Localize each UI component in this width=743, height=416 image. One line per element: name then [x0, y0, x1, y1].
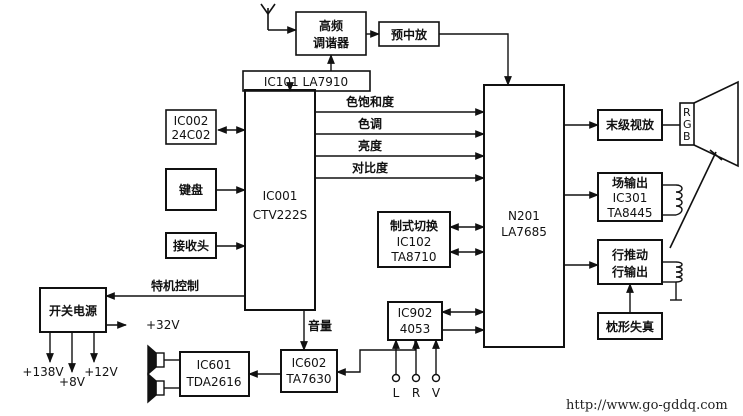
crt-label-r: R [683, 106, 691, 119]
signal-saturation: 色饱和度 [346, 94, 395, 109]
connection-lines [46, 26, 680, 389]
n201-box [483, 84, 565, 348]
signal-brightness: 亮度 [358, 138, 383, 153]
line-drive-label-1: 行推动 [611, 247, 648, 262]
crt-label-g: G [683, 118, 692, 131]
av-input-r: R [412, 386, 420, 400]
rail-138v: +138V [22, 365, 64, 379]
field-out-label-1: 场输出 [612, 175, 648, 190]
ic002-box [165, 109, 217, 145]
final-video-label: 末级视放 [606, 117, 655, 132]
rail-32v: +32V [146, 318, 180, 332]
keyboard-label: 键盘 [178, 182, 203, 197]
ic102-label-2: IC102 [397, 235, 432, 249]
ic902-label-1: IC902 [398, 306, 433, 320]
ic102-box [377, 211, 451, 268]
ic001-label-1: IC001 [263, 189, 298, 203]
pincushion-label: 枕形失真 [606, 319, 654, 334]
input-jack-v-icon [431, 373, 441, 383]
speaker-icon-bottom [147, 372, 165, 404]
field-yoke-coil-icon [675, 184, 683, 216]
line-drive-label-2: 行输出 [611, 264, 648, 279]
input-jack-l-icon [391, 373, 401, 383]
signal-hue: 色调 [358, 116, 382, 131]
crt-label-b: B [683, 130, 691, 143]
field-out-label-3: TA8445 [606, 206, 652, 220]
speaker-icon-top [147, 344, 165, 376]
rail-8v: +8V [59, 375, 86, 389]
n201-label-2: LA7685 [501, 225, 547, 239]
power-box [39, 287, 107, 333]
ic601-label-2: TDA2616 [185, 375, 241, 389]
ic102-label-1: 制式切换 [390, 218, 439, 233]
crt-icon [669, 80, 739, 249]
line-yoke-coil-icon [675, 261, 683, 283]
tuner-label-1: 高频 [319, 18, 343, 33]
av-input-v: V [432, 386, 441, 400]
ic001-label-2: CTV222S [253, 208, 307, 222]
ic001-box [244, 89, 316, 311]
ic101-label: IC101 LA7910 [264, 75, 348, 89]
tuner-label-2: 调谐器 [313, 35, 350, 50]
ic601-label-1: IC601 [197, 358, 232, 372]
rail-12v: +12V [84, 365, 118, 379]
pre-if-label: 预中放 [391, 27, 428, 42]
receiver-label: 接收头 [173, 238, 209, 253]
watermark-url: http://www.go-gddq.com [566, 398, 728, 413]
ic002-label-1: IC002 [174, 114, 209, 128]
ic002-label-2: 24C02 [172, 128, 211, 142]
av-input-l: L [393, 386, 400, 400]
ic902-label-2: 4053 [400, 322, 431, 336]
antenna-icon [260, 3, 276, 30]
power-label: 开关电源 [49, 303, 97, 318]
n201-label-1: N201 [508, 209, 540, 223]
signal-volume: 音量 [308, 318, 332, 333]
input-jack-r-icon [411, 373, 421, 383]
ic602-label-1: IC602 [292, 356, 327, 370]
ic602-label-2: TA7630 [285, 372, 331, 386]
signal-contrast: 对比度 [352, 160, 389, 175]
ic102-label-3: TA8710 [390, 250, 436, 264]
signal-standby: 特机控制 [151, 278, 199, 293]
field-out-label-2: IC301 [613, 191, 648, 205]
